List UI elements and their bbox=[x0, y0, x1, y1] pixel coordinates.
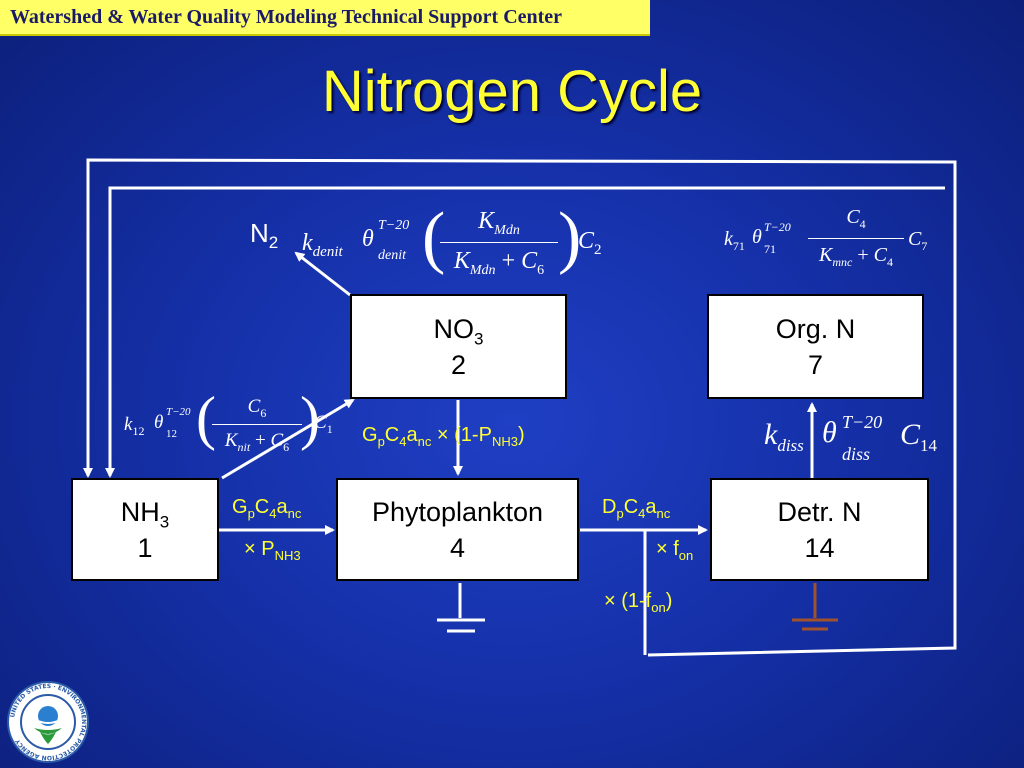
box-phytoplankton: Phytoplankton 4 bbox=[336, 478, 579, 581]
epa-logo-icon: UNITED STATES · ENVIRONMENTAL PROTECTION… bbox=[7, 681, 89, 763]
header-banner: Watershed & Water Quality Modeling Techn… bbox=[0, 0, 650, 36]
one-minus-fon-label: × (1-fon) bbox=[604, 590, 673, 615]
denit-arrow bbox=[294, 251, 351, 297]
inner-loop-line bbox=[105, 186, 945, 478]
detr-ground-icon bbox=[792, 583, 838, 631]
nitrification-arrow bbox=[221, 398, 355, 480]
outer-loop-line bbox=[83, 158, 957, 657]
n2-label: N2 bbox=[250, 218, 279, 253]
phyto-ground-icon bbox=[437, 618, 485, 633]
no3-uptake-label: GpC4anc × (1-PNH3) bbox=[362, 424, 525, 449]
nh3-pnh3-label: × PNH3 bbox=[244, 538, 301, 563]
box-no3: NO3 2 bbox=[350, 294, 567, 399]
page-title: Nitrogen Cycle bbox=[321, 59, 703, 124]
box-nh3: NH3 1 bbox=[71, 478, 219, 581]
banner-text: Watershed & Water Quality Modeling Techn… bbox=[10, 6, 563, 28]
box-org-n: Org. N 7 bbox=[707, 294, 924, 399]
box-detr-n: Detr. N 14 bbox=[710, 478, 929, 581]
nh3-uptake-label: GpC4anc bbox=[232, 496, 302, 521]
fon-label: × fon bbox=[656, 538, 694, 563]
death-label: DpC4anc bbox=[602, 496, 671, 521]
